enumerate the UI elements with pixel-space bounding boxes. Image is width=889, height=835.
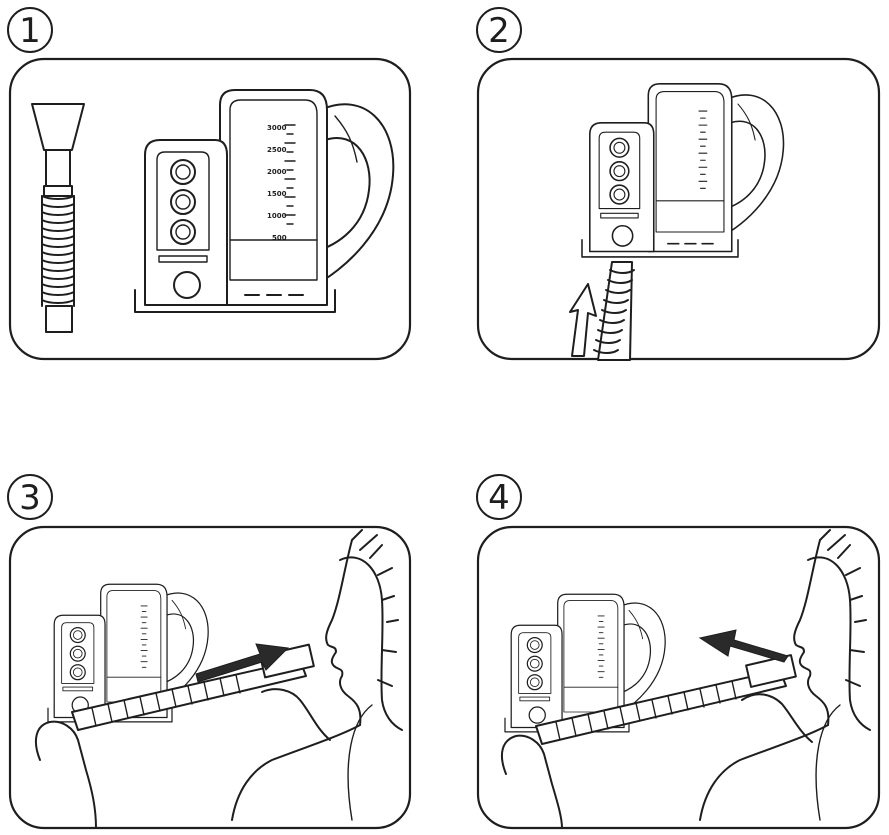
step-2-badge: [476, 7, 522, 53]
step-4-number: 4: [488, 478, 510, 518]
scale-label-1500: 1500: [267, 190, 287, 198]
step-4-badge: [476, 474, 522, 520]
scale-label-3000: 3000: [267, 124, 287, 132]
step-3-badge: [7, 474, 53, 520]
hose-to-mouth: [535, 654, 797, 745]
left-hand: [500, 734, 563, 829]
hose-connecting: [593, 261, 635, 361]
scale-label-2500: 2500: [267, 146, 287, 154]
step-3-number: 3: [19, 478, 41, 518]
right-hand: [261, 688, 331, 741]
step-1-badge: [7, 7, 53, 53]
scale-label-2000: 2000: [267, 168, 287, 176]
scale-label-1000: 1000: [267, 212, 287, 220]
volume-scale: 3000 2500 2000 1500 1000 500: [267, 124, 287, 242]
right-hand: [741, 693, 813, 743]
left-hand: [34, 720, 97, 829]
inhale-arrow: [195, 643, 290, 683]
mouthpiece-with-hose: [31, 103, 85, 333]
step-1-number: 1: [19, 11, 41, 51]
scale-label-500: 500: [272, 234, 287, 242]
step-2-number: 2: [488, 11, 510, 51]
insert-arrow: [569, 283, 597, 357]
exhale-arrow: [698, 629, 789, 663]
